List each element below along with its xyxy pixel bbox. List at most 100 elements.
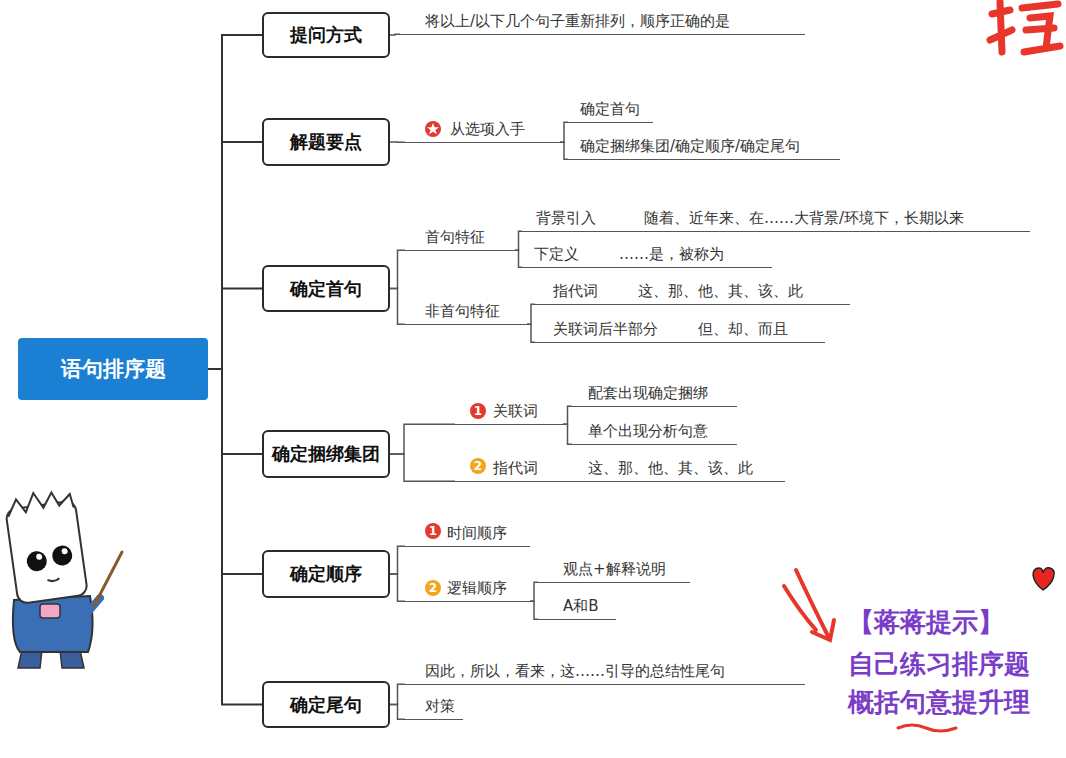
topic-text: 观点+解释说明 bbox=[563, 559, 666, 579]
branch-connector bbox=[390, 250, 405, 288]
branch-connector bbox=[390, 574, 405, 601]
branch-connector bbox=[390, 705, 405, 720]
branch-connector bbox=[563, 406, 572, 424]
cartoon-teacher bbox=[4, 487, 122, 668]
topic-text: 关联词后半部分 bbox=[553, 319, 658, 339]
topic-line: 确定首句 bbox=[568, 98, 653, 123]
callout-number: 2 bbox=[470, 457, 486, 475]
branch-box: 确定首句 bbox=[262, 265, 390, 312]
topic-text: 配套出现确定捆绑 bbox=[588, 383, 708, 403]
callout-number: 1 bbox=[470, 402, 486, 420]
branch-connector bbox=[390, 289, 405, 325]
branch-connector bbox=[208, 369, 262, 574]
topic-line: 配套出现确定捆绑 bbox=[572, 382, 737, 407]
branch-connector bbox=[390, 454, 455, 481]
branch-connector bbox=[530, 601, 538, 619]
topic-line: 对策 bbox=[405, 695, 463, 720]
topic-text: 确定顺序 bbox=[290, 562, 362, 586]
keyword-text: 随着、近年来、在……大背景/环境下，长期以来 bbox=[644, 208, 964, 228]
topic-line: 下定义……是，被称为 bbox=[522, 243, 772, 268]
topic-line: 关联词 bbox=[455, 400, 563, 425]
red-underline bbox=[898, 725, 956, 731]
red-stamp bbox=[990, 2, 1060, 52]
star-badge bbox=[425, 121, 441, 137]
topic-line: 指代词 这、那、他、其、该、此 bbox=[455, 457, 785, 482]
topic-line: 因此，所以，看来，这……引导的总结性尾句 bbox=[405, 660, 805, 685]
callout-number: 2 bbox=[425, 579, 441, 597]
branch-connector bbox=[530, 582, 538, 601]
branch-connector bbox=[208, 35, 262, 369]
topic-line: 关联词后半部分 但、却、而且 bbox=[535, 318, 825, 343]
branch-box: 确定顺序 bbox=[262, 550, 390, 598]
branch-connector bbox=[515, 250, 522, 267]
branch-connector bbox=[390, 34, 400, 36]
topic-line: 将以上/以下几个句子重新排列，顺序正确的是 bbox=[400, 10, 805, 35]
topic-text: 单个出现分析句意 bbox=[588, 421, 708, 441]
topic-text: 指代词 bbox=[553, 281, 598, 301]
topic-text: 时间顺序 bbox=[447, 523, 507, 543]
topic-text: 下定义 bbox=[534, 244, 579, 264]
branch-connector bbox=[563, 424, 572, 444]
branch-box: 确定尾句 bbox=[262, 681, 390, 728]
topic-text: 确定首句 bbox=[580, 99, 640, 119]
topic-text: 确定首句 bbox=[290, 277, 362, 301]
red-arrow bbox=[784, 570, 834, 640]
branch-connector bbox=[527, 304, 535, 324]
topic-text: 背景引入 bbox=[536, 208, 596, 228]
topic-line: 逻辑顺序 bbox=[405, 577, 530, 602]
topic-line: 非首句特征 bbox=[405, 300, 527, 325]
topic-line: 首句特征 bbox=[405, 226, 515, 251]
number-badge bbox=[470, 458, 486, 474]
topic-text: 语句排序题 bbox=[61, 355, 166, 383]
branch-box: 提问方式 bbox=[262, 12, 390, 58]
number-badge bbox=[470, 403, 486, 419]
topic-text: 对策 bbox=[425, 696, 455, 716]
number-badge bbox=[425, 523, 441, 539]
topic-text: 提问方式 bbox=[290, 23, 362, 47]
topic-line: 背景引入 随着、近年来、在……大背景/环境下，长期以来 bbox=[522, 207, 1030, 232]
callout-number: 1 bbox=[425, 522, 441, 540]
root-topic: 语句排序题 bbox=[18, 338, 208, 400]
branch-connector bbox=[560, 122, 568, 142]
topic-text: 确定捆绑集团 bbox=[272, 442, 380, 466]
tip-text: 自己练习排序题 bbox=[848, 648, 1030, 680]
topic-text: 将以上/以下几个句子重新排列，顺序正确的是 bbox=[425, 11, 730, 31]
topic-text: 逻辑顺序 bbox=[447, 578, 507, 598]
topic-text: 因此，所以，看来，这……引导的总结性尾句 bbox=[425, 661, 725, 681]
branch-connector bbox=[208, 369, 262, 454]
star-icon bbox=[427, 123, 439, 134]
topic-text: 非首句特征 bbox=[425, 301, 500, 321]
topic-line: A和B bbox=[538, 595, 616, 620]
keyword-text: 但、却、而且 bbox=[698, 319, 788, 339]
tip-text: 【蒋蒋提示】 bbox=[848, 606, 1004, 638]
topic-line: 观点+解释说明 bbox=[538, 558, 690, 583]
topic-text: 解题要点 bbox=[290, 130, 362, 154]
branch-connector bbox=[208, 369, 262, 705]
tip-text: 概括句意提升理 bbox=[848, 686, 1030, 718]
topic-line: 从选项入手 bbox=[405, 118, 560, 143]
topic-text: 指代词 bbox=[493, 458, 538, 478]
branch-connector bbox=[390, 424, 455, 454]
branch-connector bbox=[208, 142, 262, 369]
topic-text: A和B bbox=[563, 596, 599, 616]
branch-box: 确定捆绑集团 bbox=[262, 430, 390, 478]
branch-connector bbox=[390, 546, 405, 574]
branch-connector bbox=[390, 141, 405, 143]
branch-connector bbox=[560, 142, 568, 159]
topic-line: 单个出现分析句意 bbox=[572, 420, 737, 445]
branch-connector bbox=[208, 289, 262, 370]
branch-box: 解题要点 bbox=[262, 118, 390, 166]
branch-connector bbox=[515, 231, 522, 250]
keyword-text: 这、那、他、其、该、此 bbox=[588, 458, 753, 478]
keyword-text: 这、那、他、其、该、此 bbox=[638, 281, 803, 301]
topic-line: 时间顺序 bbox=[405, 522, 530, 547]
topic-text: 从选项入手 bbox=[450, 119, 525, 139]
topic-text: 确定尾句 bbox=[290, 693, 362, 717]
topic-line: 指代词 这、那、他、其、该、此 bbox=[535, 280, 850, 305]
number-badge bbox=[425, 580, 441, 596]
topic-line: 确定捆绑集团/确定顺序/确定尾句 bbox=[568, 135, 840, 160]
branch-connector bbox=[527, 324, 535, 342]
heart-icon bbox=[1033, 568, 1054, 590]
topic-text: 关联词 bbox=[493, 401, 538, 421]
branch-connector bbox=[390, 684, 405, 704]
